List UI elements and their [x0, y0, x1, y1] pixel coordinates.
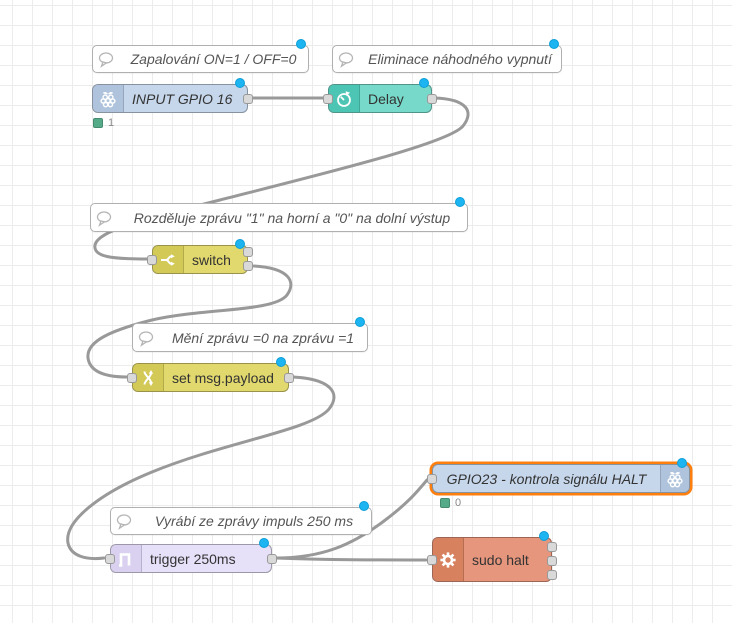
status-text: 0 [455, 497, 462, 509]
status-green-square [93, 118, 103, 128]
comment-bubble-icon [93, 46, 119, 72]
node-label: GPIO23 - kontrola signálu HALT [446, 470, 647, 487]
status-text: 1 [108, 117, 115, 129]
changed-indicator [455, 197, 465, 207]
node-label: sudo halt [472, 551, 529, 568]
output-port[interactable] [284, 372, 294, 383]
raspberry-pi-icon [93, 85, 124, 112]
node-rpi-gpio-in[interactable]: INPUT GPIO 16 [92, 78, 253, 113]
comment-bubble-icon [333, 46, 359, 72]
wire-change-to-trigger[interactable] [66, 375, 336, 561]
input-port[interactable] [147, 254, 157, 265]
node-exec[interactable]: sudo halt [427, 531, 557, 582]
input-port[interactable] [427, 473, 437, 484]
changed-indicator [359, 501, 369, 511]
output-port[interactable] [267, 553, 277, 564]
node-switch[interactable]: switch [147, 239, 253, 274]
node-trigger[interactable]: trigger 250ms [105, 538, 277, 573]
shuffle-arrows-icon [133, 364, 164, 391]
comment-node[interactable]: Eliminace náhodného vypnutí [332, 39, 562, 73]
node-rpi-gpio-out[interactable]: GPIO23 - kontrola signálu HALT [427, 458, 690, 493]
output-port[interactable] [427, 93, 437, 104]
node-label: trigger 250ms [150, 550, 236, 567]
comment-label: Mění zprávu =0 na zprávu =1 [171, 329, 355, 346]
output-port-1[interactable] [243, 247, 253, 257]
node-label: Delay [368, 90, 404, 107]
output-port-3[interactable] [547, 570, 557, 580]
wire-trigger-to-gpio23[interactable] [274, 478, 429, 560]
node-label: set msg.payload [172, 369, 274, 386]
comment-bubble-icon [133, 324, 159, 351]
changed-indicator [419, 78, 429, 88]
changed-indicator [539, 531, 549, 541]
split-arrows-icon [153, 246, 184, 273]
changed-indicator [296, 39, 306, 49]
changed-indicator [677, 458, 687, 468]
status-green-square [440, 498, 450, 508]
raspberry-pi-icon [660, 465, 689, 492]
timer-icon [329, 85, 360, 112]
comment-label: Eliminace náhodného vypnutí [368, 51, 552, 67]
changed-indicator [355, 317, 365, 327]
changed-indicator [276, 357, 286, 367]
output-port-2[interactable] [243, 261, 253, 271]
output-port-2[interactable] [547, 556, 557, 566]
input-port[interactable] [427, 554, 437, 565]
comment-bubble-icon [91, 204, 117, 231]
comment-label: Rozděluje zprávu "1" na horní a "0" na d… [133, 209, 451, 226]
comment-node[interactable]: Rozděluje zprávu "1" na horní a "0" na d… [90, 197, 468, 232]
node-delay[interactable]: Delay [323, 78, 437, 113]
square-wave-icon [111, 545, 142, 572]
changed-indicator [235, 239, 245, 249]
node-label: INPUT GPIO 16 [132, 90, 233, 107]
comment-label: Vyrábí ze zprávy impuls 250 ms [154, 513, 354, 529]
node-label: switch [192, 251, 231, 268]
output-port-1[interactable] [547, 542, 557, 552]
gear-icon [433, 538, 464, 581]
changed-indicator [235, 78, 245, 88]
comment-node[interactable]: Vyrábí ze zprávy impuls 250 ms [110, 501, 372, 535]
comment-node[interactable]: Zapalování ON=1 / OFF=0 [92, 39, 309, 73]
comment-bubble-icon [111, 508, 137, 534]
changed-indicator [259, 538, 269, 548]
changed-indicator [549, 39, 559, 49]
comment-label: Zapalování ON=1 / OFF=0 [130, 51, 297, 67]
input-port[interactable] [127, 372, 137, 383]
node-status: 1 [93, 117, 114, 129]
output-port[interactable] [243, 93, 253, 104]
wire-switch-to-change[interactable] [86, 264, 293, 379]
input-port[interactable] [105, 553, 115, 564]
node-status: 0 [440, 497, 461, 509]
node-change[interactable]: set msg.payload [127, 357, 294, 392]
comment-node[interactable]: Mění zprávu =0 na zprávu =1 [132, 317, 368, 352]
wire-delay-to-switch[interactable] [93, 96, 470, 261]
input-port[interactable] [323, 93, 333, 104]
